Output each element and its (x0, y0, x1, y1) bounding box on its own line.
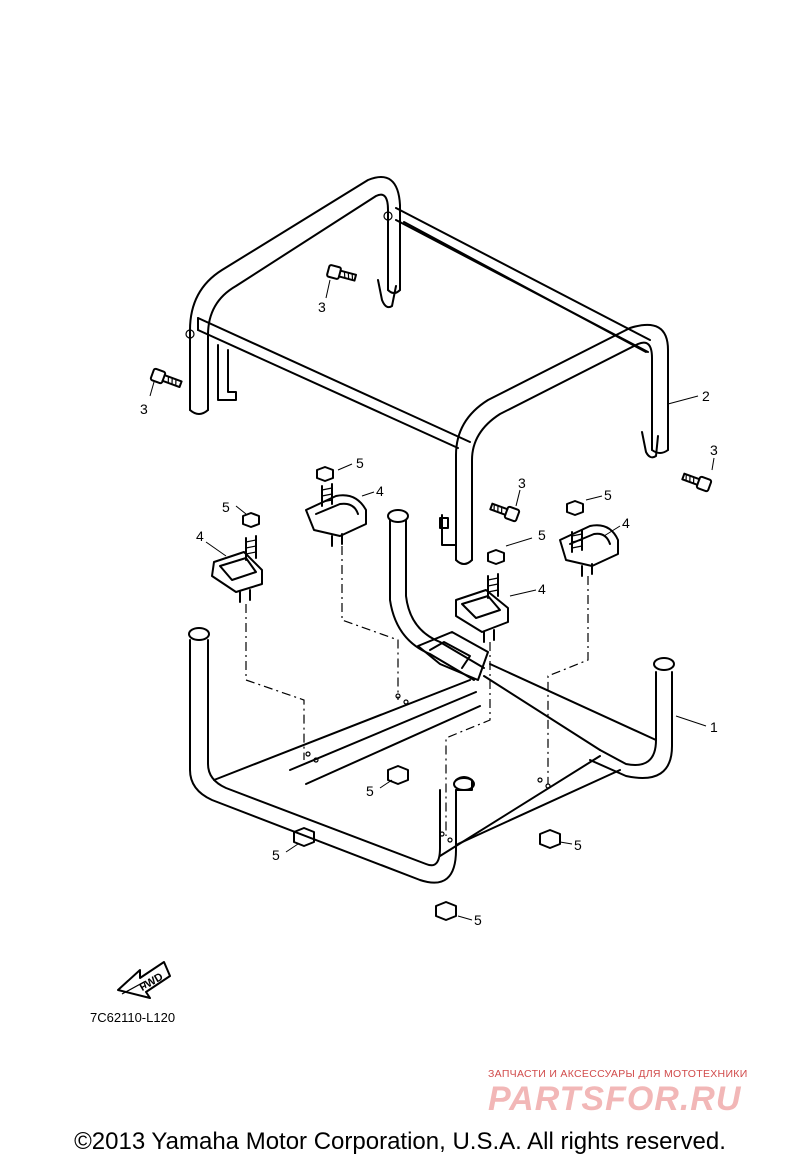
callout-5f: 5 (272, 847, 280, 863)
lower-frame (188, 509, 675, 884)
callout-4d: 4 (622, 515, 630, 531)
nut-bottom-2 (293, 827, 315, 847)
damper-3 (455, 549, 509, 643)
copyright-notice: ©2013 Yamaha Motor Corporation, U.S.A. A… (74, 1128, 726, 1155)
nut-bottom-3 (539, 829, 561, 849)
nut-bottom-4 (435, 901, 457, 921)
watermark-logo: PARTSFOR.RU (488, 1080, 742, 1118)
damper-1 (211, 512, 263, 603)
callout-1: 1 (710, 719, 718, 735)
callout-3a: 3 (140, 401, 148, 417)
fwd-arrow-label: FWD (138, 971, 166, 994)
callout-4b: 4 (196, 528, 204, 544)
assembly-lines (245, 546, 589, 836)
watermark-tagline: ЗАПЧАСТИ И АКСЕССУАРЫ ДЛЯ МОТОТЕХНИКИ (488, 1068, 748, 1080)
callout-5g: 5 (574, 837, 582, 853)
nut-bottom-1 (387, 765, 409, 785)
bolt-1 (149, 367, 183, 389)
callout-4a: 4 (376, 483, 384, 499)
bolt-2 (326, 264, 358, 282)
callout-3c: 3 (710, 442, 718, 458)
callout-5b: 5 (222, 499, 230, 515)
callout-5e: 5 (366, 783, 374, 799)
bolt-3 (681, 472, 713, 493)
drawing-code: 7C62110-L120 (90, 1010, 176, 1025)
callout-5a: 5 (356, 455, 364, 471)
callout-3d: 3 (518, 475, 526, 491)
callout-4c: 4 (538, 581, 546, 597)
callout-3b: 3 (318, 299, 326, 315)
callout-5d: 5 (604, 487, 612, 503)
leader-lines (149, 279, 715, 921)
damper-4 (559, 500, 619, 577)
fwd-arrow-icon: FWD (117, 961, 171, 999)
callout-5c: 5 (538, 527, 546, 543)
callout-5h: 5 (474, 912, 482, 928)
damper-2 (305, 466, 367, 547)
bolt-4 (489, 502, 521, 523)
callout-2: 2 (702, 388, 710, 404)
upper-frame (185, 176, 669, 565)
